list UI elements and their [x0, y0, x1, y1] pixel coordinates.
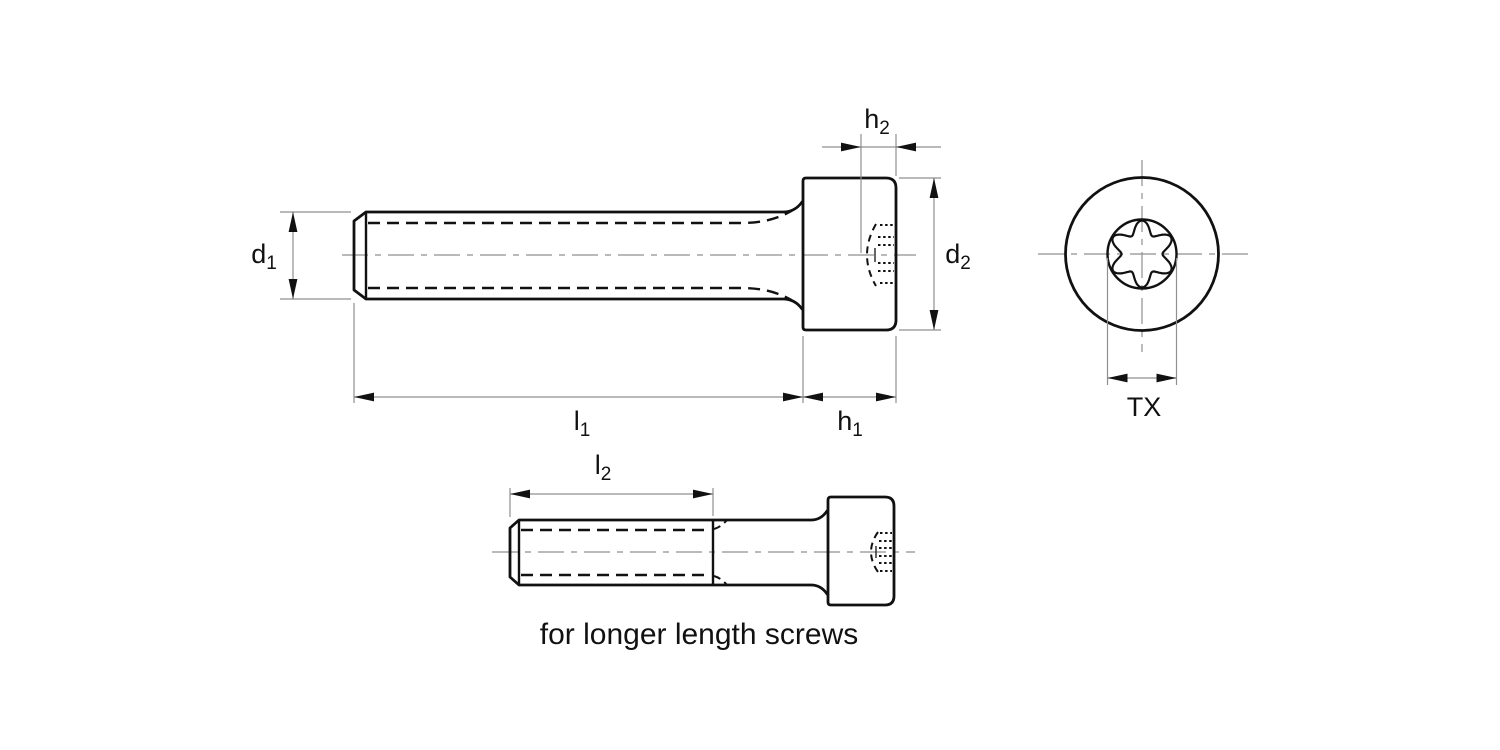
thread-root-line-top [368, 207, 797, 225]
label-l1-base: l [573, 405, 580, 436]
dimension-h2 [822, 134, 941, 253]
label-d2-base: d [945, 238, 961, 269]
dimension-l1-h1 [353, 303, 897, 403]
main-side-view [280, 134, 941, 403]
label-l2-sub: 2 [600, 464, 612, 486]
label-d1-base: d [251, 238, 267, 269]
label-h1-base: h [837, 405, 853, 436]
socket-recess-hidden-lines [866, 223, 894, 287]
label-h2-base: h [864, 103, 880, 134]
label-tx: TX [1126, 391, 1162, 426]
thread-runout-top [713, 519, 728, 530]
label-tx-base: TX [1126, 391, 1162, 422]
label-l2-base: l [594, 449, 601, 480]
torx-star-profile [1111, 219, 1173, 289]
long-screw-shank-outline [508, 509, 829, 596]
head-outer-circle [1064, 176, 1220, 332]
label-l2: l2 [594, 449, 612, 486]
socket-recess-hidden-lines-2 [870, 531, 892, 573]
long-screw-side-view [492, 488, 915, 607]
dimension-d2 [899, 177, 941, 331]
thread-runout-bottom [713, 575, 728, 586]
dimension-tx [1106, 258, 1178, 385]
long-screw-head [826, 495, 896, 607]
label-d2: d2 [945, 238, 971, 275]
screw-head [801, 176, 898, 332]
label-h2: h2 [864, 103, 890, 140]
screw-shank-outline [352, 200, 804, 311]
torx-front-view [1038, 160, 1248, 385]
label-h1: h1 [837, 405, 863, 442]
thread-root-line-bottom [368, 286, 797, 304]
drawing-caption: for longer length screws [539, 618, 859, 651]
label-h1-sub: 1 [852, 420, 863, 442]
label-d1: d1 [251, 238, 277, 275]
label-d2-sub: 2 [960, 253, 971, 275]
label-d1-sub: 1 [266, 253, 277, 275]
dimension-d1 [280, 211, 351, 300]
label-l1: l1 [573, 405, 591, 442]
label-h2-sub: 2 [879, 118, 890, 140]
dimension-l2 [509, 488, 714, 517]
label-l1-sub: 1 [579, 420, 591, 442]
